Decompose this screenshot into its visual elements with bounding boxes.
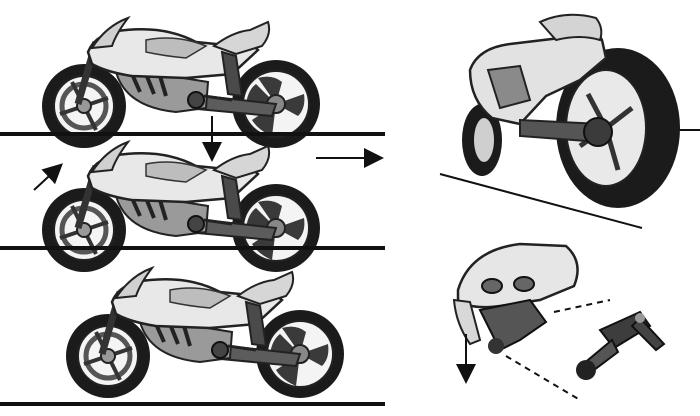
dashed-projection-lines	[505, 299, 611, 401]
suspension-linkage-part	[576, 310, 666, 380]
front-fairing-detail-view	[452, 242, 579, 384]
tilt-arrow-icon	[33, 163, 63, 191]
bike-side-view-1	[42, 18, 320, 148]
bike-side-view-2	[42, 142, 320, 272]
bike-rear-three-quarter-view	[439, 13, 700, 229]
bike-side-view-3	[66, 268, 344, 398]
